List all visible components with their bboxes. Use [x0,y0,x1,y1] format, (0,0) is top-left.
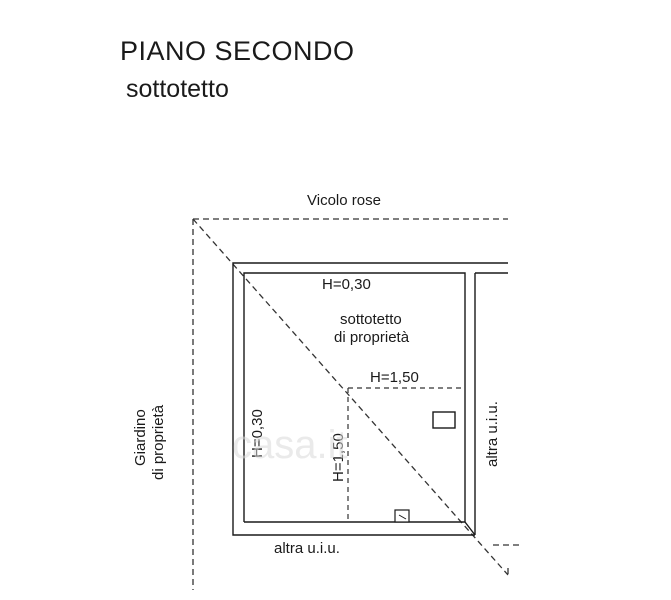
right-unit-label: altra u.i.u. [484,401,501,467]
plan-title: PIANO SECONDO [120,36,355,66]
plan-subtitle: sottotetto [126,75,229,103]
street-label: Vicolo rose [307,192,381,209]
wall-inner [243,272,466,523]
bottom-unit-label: altra u.i.u. [274,540,340,557]
right-unit-label-group: altra u.i.u. [484,401,501,467]
wall-outer [232,262,508,536]
room-walls [232,262,508,536]
room-label-line1: sottotetto [340,311,402,328]
height-label-inner-left-group: H=1,50 [330,433,347,482]
room-label-line2: di proprietà [334,329,410,346]
garden-label-line2: di proprietà [150,404,167,480]
hatch-mark [398,514,407,520]
height-label-inner-top: H=1,50 [370,369,419,386]
height-label-left-group: H=0,30 [249,409,266,458]
watermark: casa.it [232,423,348,467]
garden-label: Giardino di proprietà [132,404,167,480]
property-boundary [192,218,520,590]
skylight-icon [432,411,456,429]
garden-label-line1: Giardino [132,409,149,466]
height-zone-1-50 [347,387,465,522]
wall-corner-joint [464,521,476,536]
hatch-icon [394,509,410,523]
height-label-inner-left: H=1,50 [330,433,347,482]
height-label-left: H=0,30 [249,409,266,458]
height-label-top: H=0,30 [322,276,371,293]
